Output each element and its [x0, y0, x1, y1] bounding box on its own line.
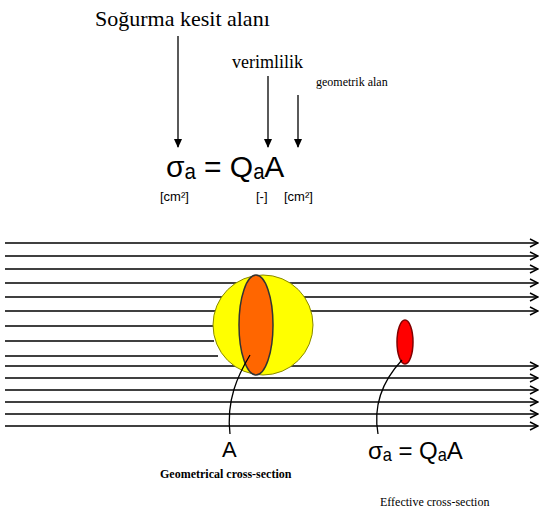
quantity-label: geometrik alan — [316, 76, 388, 90]
quantity-label: verimlilik — [232, 52, 303, 73]
quantity-label: Soğurma kesit alanı — [95, 6, 270, 31]
effective-cross-section — [397, 320, 413, 364]
pointer-arrow — [297, 95, 298, 147]
unit-label: [cm²] — [160, 190, 189, 205]
unit-label: [cm²] — [284, 190, 313, 205]
formula: σₐ = QₐA — [166, 150, 284, 185]
particle-sphere — [213, 275, 313, 375]
formula: σₐ = QₐA — [368, 437, 463, 465]
leader-line — [229, 355, 250, 434]
pointer-arrow — [267, 76, 268, 147]
symbol-label: A — [222, 437, 237, 462]
pointer-arrow — [177, 36, 178, 147]
unit-label: [-] — [256, 190, 268, 205]
geometric-cross-section — [239, 275, 273, 375]
leader-line — [377, 360, 402, 434]
caption-label: Geometrical cross-section — [160, 468, 291, 482]
caption-label: Effective cross-section — [380, 496, 489, 510]
flow-lines — [5, 243, 538, 426]
